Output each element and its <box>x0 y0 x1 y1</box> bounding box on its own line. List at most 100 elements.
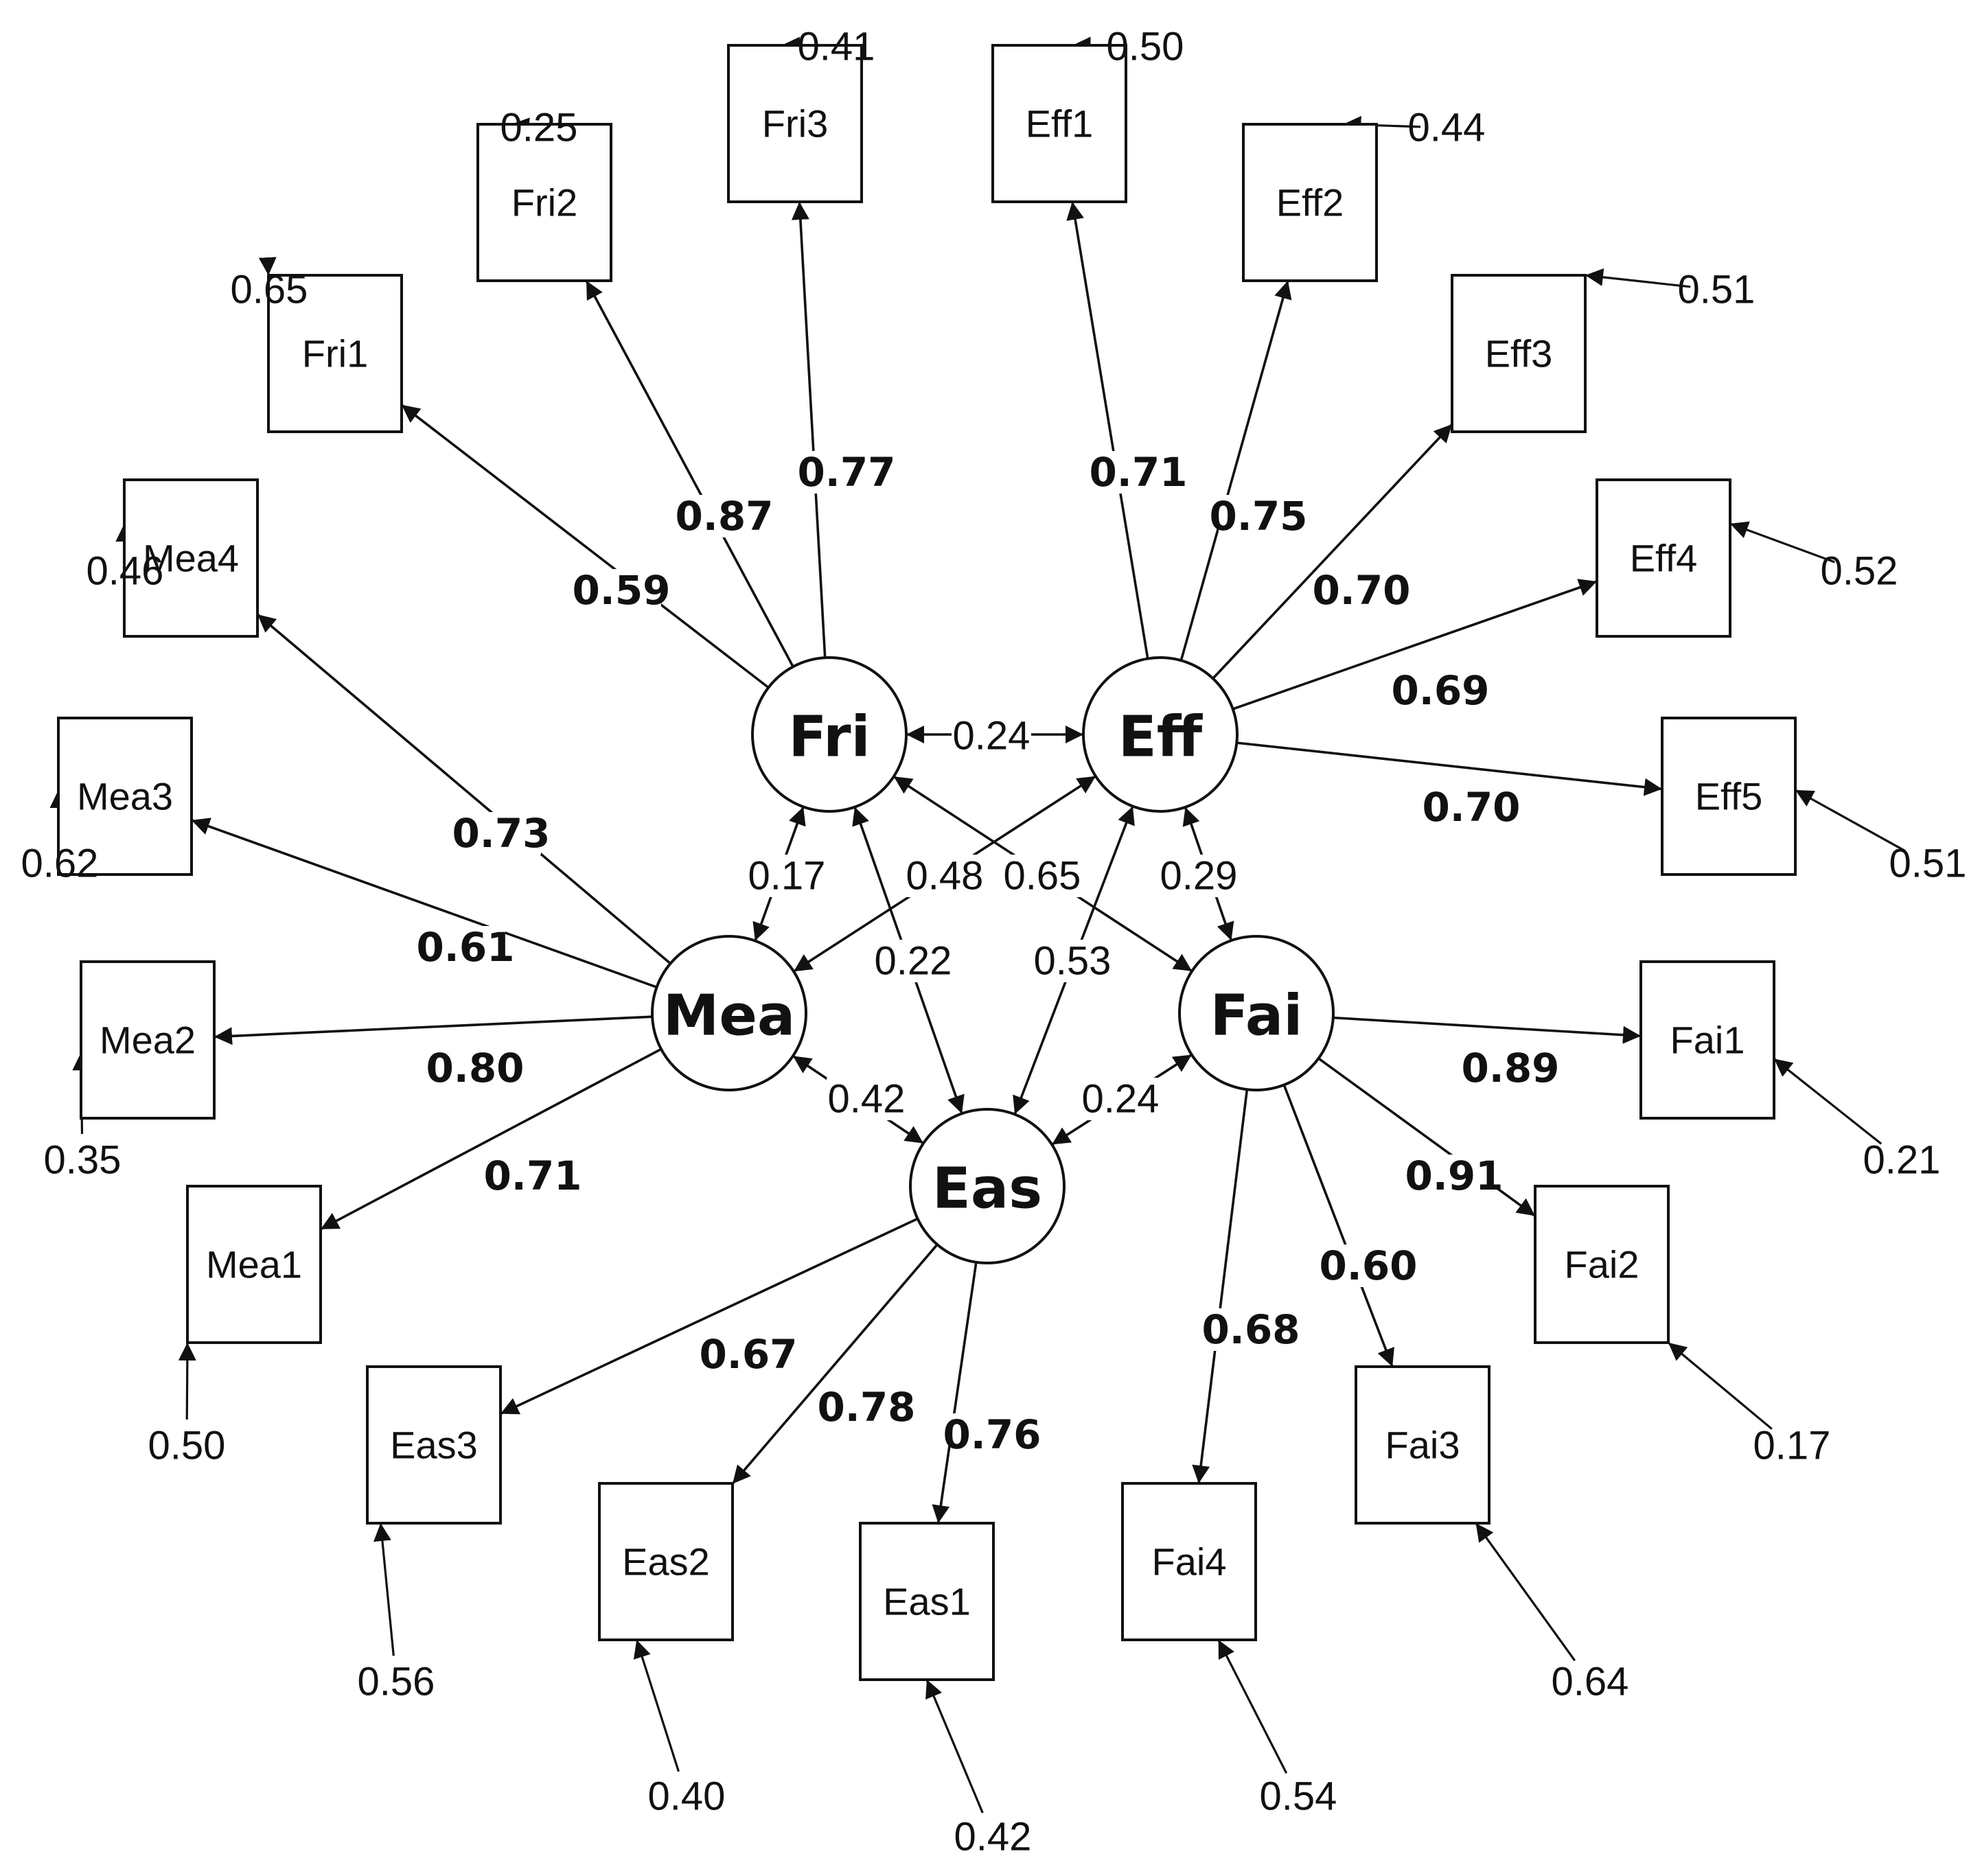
loading-label-bg <box>1401 669 1480 712</box>
covariance-label-fri-mea: 0.17 <box>748 854 826 899</box>
loading-label-bg <box>1414 1155 1494 1197</box>
latent-label-eas: Eas <box>932 1157 1042 1222</box>
indicator-label-fai4: Fai4 <box>1152 1540 1227 1584</box>
loading-path-fai4 <box>1192 1089 1249 1484</box>
indicator-label-fai3: Fai3 <box>1385 1424 1460 1467</box>
error-label-fri2: 0.25 <box>500 106 578 150</box>
loading-label-eas3: 0.67 <box>699 1331 797 1378</box>
loading-path-mea3 <box>191 818 658 988</box>
indicator-box-eff3 <box>1451 274 1587 433</box>
indicator-box-eas3 <box>366 1365 502 1525</box>
loading-label-bg <box>684 495 764 537</box>
error-label-mea2: 0.35 <box>44 1138 122 1183</box>
loading-label-bg <box>1098 451 1178 494</box>
indicator-label-mea1: Mea1 <box>206 1243 302 1286</box>
latent-label-mea: Mea <box>663 984 796 1049</box>
loading-label-fri3: 0.77 <box>797 449 895 496</box>
loading-label-bg <box>807 451 886 494</box>
latent-circle-mea <box>651 935 807 1091</box>
latent-circle-eas <box>909 1108 1066 1264</box>
error-path-eff3 <box>1585 268 1691 288</box>
error-label-eas2: 0.40 <box>648 1774 726 1819</box>
loading-label-eff3: 0.70 <box>1312 567 1410 614</box>
error-label-fai3: 0.64 <box>1552 1660 1629 1704</box>
covariance-label-bg <box>952 715 1031 757</box>
indicator-box-fai3 <box>1355 1365 1490 1525</box>
loading-label-bg <box>1471 1047 1550 1089</box>
latent-circle-eff <box>1082 656 1239 813</box>
indicator-label-fri3: Fri3 <box>762 102 828 146</box>
error-path-eas1 <box>925 1679 984 1814</box>
indicator-label-eas1: Eas1 <box>883 1580 971 1623</box>
indicator-box-eff5 <box>1661 717 1797 876</box>
loading-label-mea2: 0.80 <box>426 1045 524 1091</box>
loading-label-bg <box>461 812 541 855</box>
indicator-label-eas3: Eas3 <box>390 1424 478 1467</box>
error-label-fai1: 0.21 <box>1863 1138 1941 1183</box>
covariance-label-fai-eas: 0.24 <box>1082 1077 1160 1122</box>
error-label-mea1: 0.50 <box>148 1424 226 1468</box>
loading-label-fri2: 0.87 <box>675 493 773 540</box>
loading-label-eff2: 0.75 <box>1209 493 1307 540</box>
latent-label-eff: Eff <box>1118 705 1204 770</box>
covariance-label-bg <box>827 1078 906 1120</box>
indicator-label-eff2: Eff2 <box>1276 181 1344 224</box>
covariance-label-bg <box>1033 940 1112 982</box>
indicator-label-mea2: Mea2 <box>100 1019 196 1062</box>
loading-path-fai3 <box>1282 1084 1394 1367</box>
loading-label-fai2: 0.91 <box>1405 1153 1503 1199</box>
error-label-fai2: 0.17 <box>1753 1424 1831 1468</box>
error-path-fai4 <box>1217 1639 1288 1774</box>
loading-path-eff4 <box>1232 579 1598 710</box>
error-label-eff4: 0.52 <box>1821 549 1898 594</box>
indicator-label-mea4: Mea4 <box>143 537 239 580</box>
error-path-fai1 <box>1773 1058 1883 1145</box>
indicator-label-eff1: Eff1 <box>1026 102 1094 146</box>
indicator-box-mea2 <box>80 960 216 1120</box>
loading-label-eas2: 0.78 <box>817 1384 915 1431</box>
indicator-box-fri3 <box>727 44 863 203</box>
indicator-box-mea1 <box>186 1185 322 1344</box>
loading-path-eff1 <box>1066 201 1149 659</box>
covariance-label-eff-fai: 0.29 <box>1160 854 1238 899</box>
loading-label-bg <box>1322 569 1401 612</box>
loading-label-bg <box>827 1386 906 1428</box>
loading-label-bg <box>952 1413 1032 1456</box>
error-label-mea4: 0.46 <box>87 549 164 594</box>
loading-path-mea4 <box>256 613 671 965</box>
loading-label-bg <box>709 1333 788 1376</box>
error-label-eff1: 0.50 <box>1107 25 1184 69</box>
indicator-box-fai1 <box>1639 960 1775 1120</box>
loading-path-eas1 <box>932 1262 978 1524</box>
covariance-label-bg <box>905 855 985 897</box>
loading-path-fai1 <box>1333 1016 1642 1044</box>
indicator-label-eff5: Eff5 <box>1695 775 1763 818</box>
loading-label-eas1: 0.76 <box>943 1411 1041 1458</box>
error-label-eas3: 0.56 <box>358 1660 435 1704</box>
covariance-label-bg <box>1002 855 1082 897</box>
loading-label-bg <box>493 1155 573 1197</box>
covariance-label-mea-eas: 0.42 <box>828 1077 906 1122</box>
loading-path-eas3 <box>500 1217 919 1415</box>
latent-circle-fri <box>751 656 908 813</box>
loading-label-bg <box>435 1047 515 1089</box>
error-label-eff2: 0.44 <box>1408 106 1486 150</box>
error-label-fri3: 0.41 <box>798 25 875 69</box>
loading-label-fri1: 0.59 <box>572 567 670 614</box>
loading-label-bg <box>426 926 505 969</box>
error-path-fai2 <box>1667 1341 1773 1430</box>
covariance-label-bg <box>1081 1078 1160 1120</box>
loading-path-fri2 <box>585 280 794 668</box>
indicator-label-eas2: Eas2 <box>622 1540 710 1584</box>
loading-label-bg <box>1328 1244 1408 1287</box>
indicator-box-eff4 <box>1596 478 1731 638</box>
error-path-eas3 <box>373 1522 395 1656</box>
loading-label-eff4: 0.69 <box>1391 667 1489 714</box>
covariance-label-fri-eff: 0.24 <box>953 714 1031 758</box>
loading-path-eff2 <box>1179 280 1292 661</box>
loading-path-mea2 <box>214 1015 653 1045</box>
loading-label-fai4: 0.68 <box>1201 1306 1300 1353</box>
loading-path-mea1 <box>320 1047 662 1231</box>
indicator-box-fri2 <box>476 123 612 282</box>
loading-path-fri3 <box>791 201 827 658</box>
